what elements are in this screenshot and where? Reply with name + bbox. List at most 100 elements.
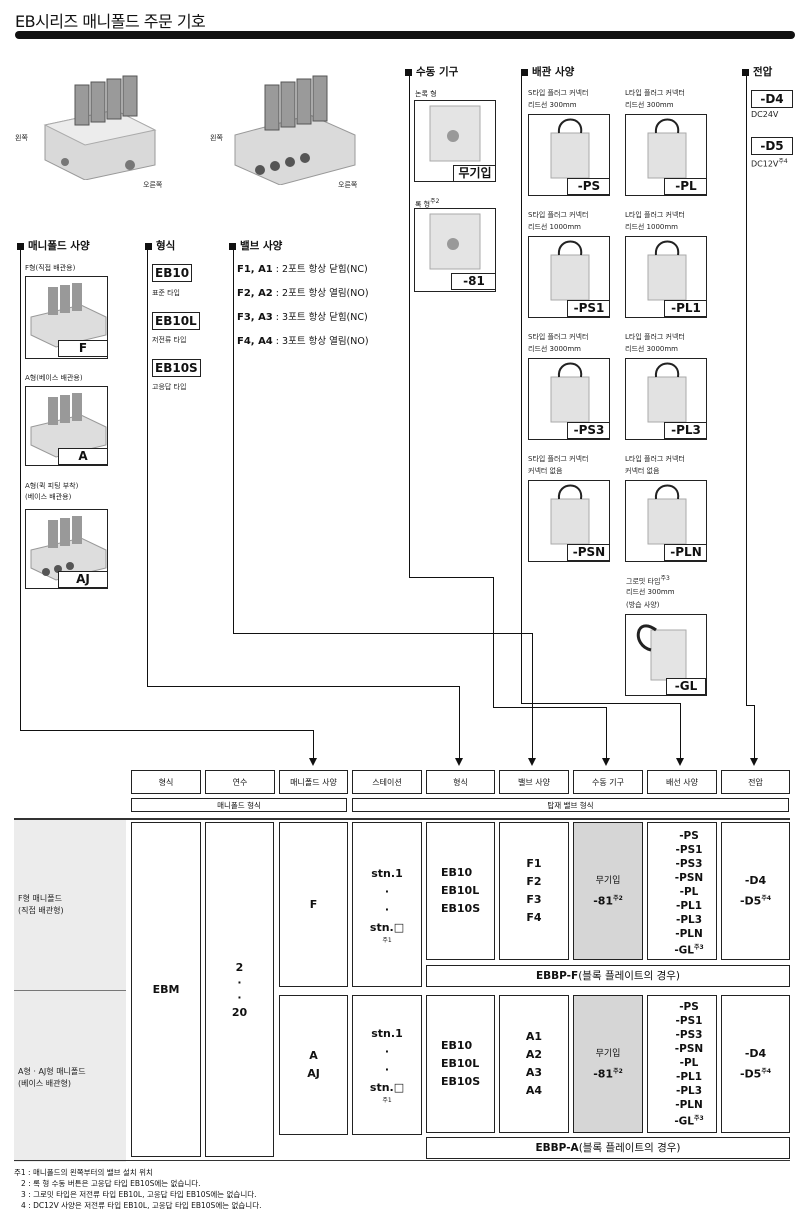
valve-spec-list: F1, A1 : 2포트 항상 닫힘(NC) F2, A2 : 2포트 항상 열… — [237, 258, 369, 354]
wiring-cell: -PS-PS1-PS3-PSN-PL-PL1-PL3-PLN-GL주3 — [647, 995, 717, 1133]
column-header: 매니폴드 사양 — [279, 770, 348, 794]
type-eb10-desc: 표준 타입 — [152, 289, 180, 297]
column-header: 수동 기구 — [573, 770, 643, 794]
voltage-cell: -D4-D5주4 — [721, 995, 790, 1133]
square-bullet-icon — [229, 242, 236, 250]
row-label-bg — [14, 820, 126, 1162]
row-f-label1: F형 매니폴드 — [18, 894, 62, 903]
square-bullet-icon — [521, 68, 528, 76]
manifold-photo-aj — [234, 75, 356, 185]
right-label-2: 오른쪽 — [338, 181, 358, 189]
wiring-photo: -PL — [625, 114, 707, 196]
wiring-caption: L타입 플러그 커넥터 — [625, 455, 685, 463]
note-2: 2 : 록 형 수동 버튼은 고응답 타입 EB10S에는 없습니다. — [21, 1179, 201, 1188]
wiring-caption: 리드선 3000mm — [625, 345, 678, 353]
manual-cell: 무기입-81주2 — [573, 822, 643, 960]
connector-line — [20, 250, 21, 731]
grommet-caption2: 리드선 300mm — [626, 588, 675, 596]
arrow-down-icon — [528, 758, 536, 766]
wiring-caption: 리드선 1000mm — [528, 223, 581, 231]
wiring-caption: 리드선 300mm — [625, 101, 674, 109]
group-header-manifold: 매니폴드 형식 — [131, 798, 347, 812]
wiring-caption: 리드선 300mm — [528, 101, 577, 109]
note-3: 3 : 그로밋 타입은 저전류 타입 EB10L, 고응답 타입 EB10S에는… — [21, 1190, 257, 1199]
grommet-caption3: (방습 사양) — [626, 601, 660, 609]
wiring-photo: -PL3 — [625, 358, 707, 440]
connector-line — [233, 250, 234, 634]
type-eb10s-code: EB10S — [152, 359, 201, 377]
wiring-code: -PS3 — [567, 422, 609, 439]
wiring-caption: 리드선 3000mm — [528, 345, 581, 353]
manifold-a-photo: A — [25, 386, 108, 466]
connector-line — [233, 633, 533, 634]
count-cell: 2··20 — [205, 822, 274, 1157]
connector-line — [606, 707, 607, 760]
column-header: 형식 — [426, 770, 495, 794]
voltage-cell: -D4-D5주4 — [721, 822, 790, 960]
column-header: 스테이션 — [352, 770, 422, 794]
column-header: 전압 — [721, 770, 790, 794]
type-eb10-code: EB10 — [152, 264, 193, 282]
manual-nonlock-photo: 무기입 — [414, 100, 496, 182]
wiring-caption: L타입 플러그 커넥터 — [625, 333, 685, 341]
wiring-caption: S타입 플러그 커넥터 — [528, 211, 589, 219]
manual-nonlock-caption: 논록 형 — [415, 90, 437, 98]
wiring-photo: -PS1 — [528, 236, 610, 318]
page-title: EB시리즈 매니폴드 주문 기호 — [15, 12, 206, 31]
connector-line — [521, 76, 522, 704]
manual-lock-code: -81 — [451, 273, 495, 290]
grommet-code: -GL — [666, 678, 706, 695]
station-cell: stn.1··stn.□주1 — [352, 995, 422, 1135]
connector-line — [532, 633, 533, 760]
wiring-caption: S타입 플러그 커넥터 — [528, 333, 589, 341]
square-bullet-icon — [742, 68, 749, 76]
wiring-code: -PL — [664, 178, 706, 195]
wiring-caption: 커넥터 없음 — [625, 467, 660, 475]
wiring-caption: 커넥터 없음 — [528, 467, 563, 475]
table-top-rule — [14, 818, 790, 820]
valve-spec-item: F3, A3 : 3포트 항상 닫힘(NC) — [237, 312, 368, 323]
valve-spec-item: F1, A1 : 2포트 항상 닫힘(NC) — [237, 264, 368, 275]
wiring-code: -PLN — [664, 544, 706, 561]
connector-line — [147, 686, 460, 687]
model-ebm-cell: EBM — [131, 822, 201, 1157]
wiring-cell: -PS-PS1-PS3-PSN-PL-PL1-PL3-PLN-GL주3 — [647, 822, 717, 960]
row-a-label1: A형 · AJ형 매니폴드 — [18, 1067, 86, 1076]
voltage-d4-desc: DC24V — [751, 110, 779, 119]
manifold-aj-caption2: (베이스 배관용) — [25, 493, 72, 501]
grommet-photo: -GL — [625, 614, 707, 696]
connector-line — [409, 577, 494, 578]
block-plate-cell: EBBP-F(블록 플레이트의 경우) — [426, 965, 790, 987]
connector-line — [147, 250, 148, 687]
manifold-f-photo: F — [25, 276, 108, 359]
connector-line — [493, 707, 607, 708]
manifold-f-caption: F형(직접 배관용) — [25, 264, 76, 272]
group-header-valve: 탑재 밸브 형식 — [352, 798, 789, 812]
valve-spec-item: F4, A4 : 3포트 항상 열림(NO) — [237, 336, 369, 347]
wiring-caption: S타입 플러그 커넥터 — [528, 455, 589, 463]
square-bullet-icon — [145, 242, 152, 250]
arrow-down-icon — [602, 758, 610, 766]
column-header: 배선 사양 — [647, 770, 717, 794]
manual-lock-photo: -81 — [414, 208, 496, 292]
arrow-down-icon — [455, 758, 463, 766]
type-eb10l-code: EB10L — [152, 312, 200, 330]
column-header: 밸브 사양 — [499, 770, 569, 794]
type-eb10l-desc: 저전류 타입 — [152, 336, 187, 344]
wiring-code: -PL3 — [664, 422, 706, 439]
manifold-aj-caption1: A형(퀵 피팅 부착) — [25, 482, 79, 490]
block-plate-cell: EBBP-A(블록 플레이트의 경우) — [426, 1137, 790, 1159]
wiring-caption: 리드선 1000mm — [625, 223, 678, 231]
manifold-a-caption: A형(베이스 배관용) — [25, 374, 83, 382]
section-manifold: 매니폴드 사양 — [17, 238, 90, 253]
section-voltage: 전압 — [742, 64, 772, 79]
right-label: 오른쪽 — [143, 181, 163, 189]
left-label-2: 왼쪽 — [210, 134, 223, 142]
connector-line — [746, 705, 755, 706]
table-bottom-rule — [14, 1160, 790, 1161]
manifold-code-cell: F — [279, 822, 348, 987]
wiring-caption: L타입 플러그 커넥터 — [625, 89, 685, 97]
connector-line — [409, 76, 410, 578]
